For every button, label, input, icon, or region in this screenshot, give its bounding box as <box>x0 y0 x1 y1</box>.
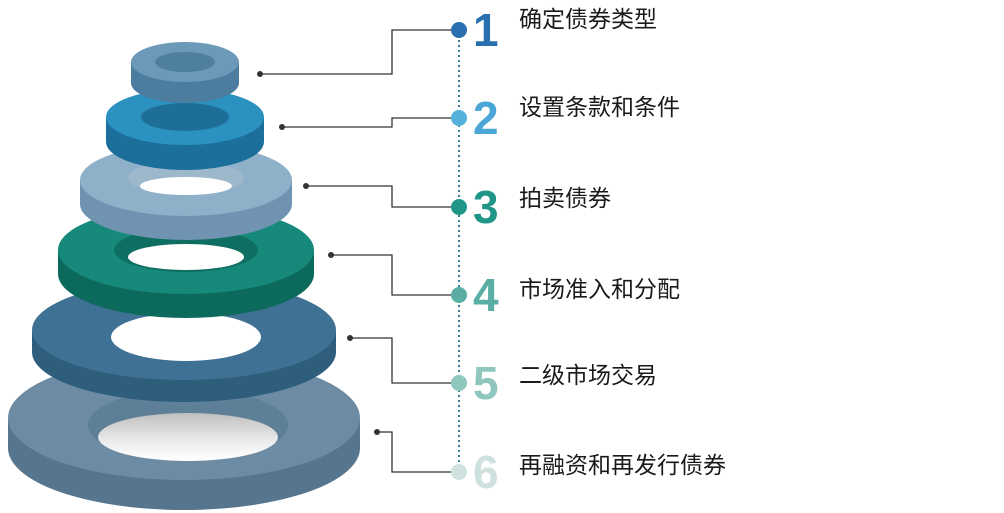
step-dot-2 <box>451 110 467 126</box>
step-dot-4 <box>451 287 467 303</box>
step-number-2: 2 <box>473 92 499 144</box>
step-1: 1 确定债券类型 <box>451 4 657 56</box>
step-dot-5 <box>451 375 467 391</box>
step-4: 4 市场准入和分配 <box>451 269 680 321</box>
connector-4 <box>328 252 453 296</box>
step-label-6: 再融资和再发行债券 <box>519 453 726 479</box>
ring-1 <box>131 42 239 103</box>
step-label-3: 拍卖债券 <box>519 186 611 212</box>
step-dot-1 <box>451 22 467 38</box>
step-dot-3 <box>451 199 467 215</box>
step-number-6: 6 <box>473 446 499 498</box>
step-number-4: 4 <box>473 269 499 321</box>
step-number-1: 1 <box>473 4 499 56</box>
ring-tower <box>8 42 360 510</box>
step-label-4: 市场准入和分配 <box>519 277 680 303</box>
step-6: 6 再融资和再发行债券 <box>451 446 726 498</box>
connector-3 <box>303 183 453 208</box>
step-label-2: 设置条款和条件 <box>519 95 680 121</box>
step-dot-6 <box>451 464 467 480</box>
connector-6 <box>374 429 453 473</box>
step-number-5: 5 <box>473 357 499 409</box>
step-3: 3 拍卖债券 <box>451 181 611 233</box>
step-label-5: 二级市场交易 <box>519 363 657 389</box>
ring-2 <box>106 89 264 170</box>
step-number-3: 3 <box>473 181 499 233</box>
step-5: 5 二级市场交易 <box>451 357 657 409</box>
step-2: 2 设置条款和条件 <box>451 92 680 144</box>
connector-2 <box>279 117 453 130</box>
connector-1 <box>257 29 453 77</box>
step-label-1: 确定债券类型 <box>519 7 657 33</box>
connector-lines <box>257 29 453 473</box>
connector-5 <box>347 335 453 384</box>
